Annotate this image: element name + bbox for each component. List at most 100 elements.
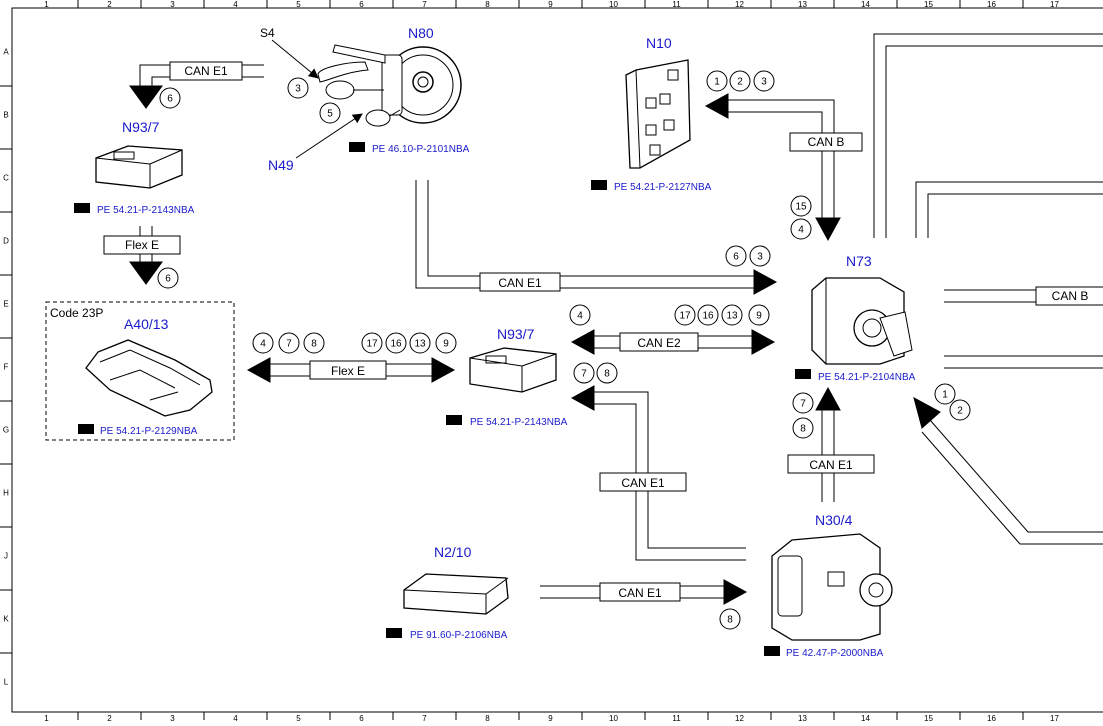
- callout-e2-17: 17: [674, 304, 696, 326]
- n80-label: N80: [408, 25, 434, 41]
- callout-fl-13: 13: [409, 332, 431, 354]
- grid-column-label: 2: [107, 714, 112, 723]
- code-23p-label: Code 23P: [50, 306, 103, 320]
- ref-n93-7-top[interactable]: PE 54.21-P-2143NBA: [74, 203, 195, 216]
- svg-text:Flex E: Flex E: [331, 364, 365, 378]
- callout-n10-2: 2: [729, 70, 751, 92]
- ref-n73[interactable]: PE 54.21-P-2104NBA: [795, 369, 916, 383]
- svg-text:4: 4: [798, 225, 804, 236]
- grid-ruler: 1122334455667788991010111112121313141415…: [0, 0, 1059, 723]
- callout-s4-5: 5: [319, 102, 341, 124]
- ref-n10[interactable]: PE 54.21-P-2127NBA: [591, 180, 712, 193]
- grid-column-label: 1: [44, 0, 49, 9]
- grid-column-label: 4: [233, 0, 238, 9]
- grid-column-label: 1: [44, 714, 49, 723]
- callout-s4-3: 3: [287, 77, 309, 99]
- callout-flex-6: 6: [157, 267, 179, 289]
- diagram-frame: [11, 7, 1103, 713]
- callout-n80-3: 3: [749, 245, 771, 267]
- grid-column-label: 9: [548, 0, 553, 9]
- callout-n30-8: 8: [792, 417, 814, 439]
- grid-column-label: 10: [609, 714, 618, 723]
- n93-7-top-module: [95, 145, 183, 189]
- grid-row-label: F: [4, 363, 9, 372]
- grid-column-label: 12: [735, 0, 744, 9]
- grid-row-label: E: [3, 300, 8, 309]
- callout-n10-15: 15: [790, 195, 812, 217]
- bus-label-can-e1-n80: CAN E1: [479, 272, 561, 292]
- grid-column-label: 12: [735, 714, 744, 723]
- svg-text:7: 7: [286, 339, 292, 350]
- callout-n73-1: 1: [934, 383, 956, 405]
- grid-column-label: 6: [359, 714, 364, 723]
- bus-lines: [129, 33, 1103, 605]
- svg-text:PE 54.21-P-2127NBA: PE 54.21-P-2127NBA: [614, 182, 712, 193]
- svg-text:CAN B: CAN B: [808, 135, 845, 149]
- callout-m-8: 8: [596, 362, 618, 384]
- grid-row-label: C: [3, 174, 9, 183]
- n93-7-top-label: N93/7: [122, 119, 160, 135]
- grid-column-label: 8: [485, 714, 490, 723]
- svg-text:PE 54.21-P-2143NBA: PE 54.21-P-2143NBA: [470, 417, 568, 428]
- ref-a40-13[interactable]: PE 54.21-P-2129NBA: [78, 424, 198, 437]
- grid-column-label: 5: [296, 714, 301, 723]
- n2-10-module: [403, 573, 509, 615]
- grid-column-label: 17: [1050, 0, 1059, 9]
- grid-column-label: 7: [422, 714, 427, 723]
- grid-column-label: 7: [422, 0, 427, 9]
- callout-fl-9: 9: [435, 332, 457, 354]
- callout-n30-7: 7: [792, 392, 814, 414]
- svg-text:Flex E: Flex E: [125, 238, 159, 252]
- grid-column-label: 5: [296, 0, 301, 9]
- callout-fl-7: 7: [278, 332, 300, 354]
- svg-text:PE 42.47-P-2000NBA: PE 42.47-P-2000NBA: [786, 648, 884, 659]
- bus-label-can-b-n10: CAN B: [789, 132, 863, 152]
- svg-text:PE 91.60-P-2106NBA: PE 91.60-P-2106NBA: [410, 630, 508, 641]
- n93-7-mid-module: [469, 347, 557, 393]
- a40-13-module: [85, 339, 213, 417]
- callout-fl-16: 16: [385, 332, 407, 354]
- ref-n80[interactable]: PE 46.10-P-2101NBA: [349, 142, 470, 155]
- callout-n210-8: 8: [719, 608, 741, 630]
- grid-row-label: D: [3, 237, 9, 246]
- svg-text:CAN B: CAN B: [1052, 289, 1089, 303]
- grid-column-label: 13: [798, 0, 807, 9]
- svg-text:8: 8: [727, 615, 733, 626]
- svg-text:8: 8: [800, 424, 806, 435]
- bus-label-can-e1-bottom: CAN E1: [599, 582, 681, 602]
- svg-text:6: 6: [733, 252, 739, 263]
- n30-4-module: [771, 533, 893, 641]
- svg-text:1: 1: [714, 77, 720, 88]
- n2-10-label: N2/10: [434, 544, 472, 560]
- grid-column-label: 3: [170, 0, 175, 9]
- callout-n10-1: 1: [706, 70, 728, 92]
- svg-text:CAN E1: CAN E1: [618, 586, 662, 600]
- ref-n30-4[interactable]: PE 42.47-P-2000NBA: [764, 646, 884, 659]
- callout-m-7: 7: [573, 362, 595, 384]
- ref-n93-7-mid[interactable]: PE 54.21-P-2143NBA: [446, 415, 568, 428]
- n80-module: [317, 44, 462, 127]
- n10-label: N10: [646, 35, 672, 51]
- grid-column-label: 9: [548, 714, 553, 723]
- grid-column-label: 13: [798, 714, 807, 723]
- svg-text:9: 9: [756, 311, 762, 322]
- svg-text:CAN E1: CAN E1: [184, 64, 228, 78]
- bus-label-can-e2: CAN E2: [619, 332, 699, 352]
- bus-label-can-b-right: CAN B: [1035, 286, 1103, 306]
- callout-n80-6: 6: [725, 245, 747, 267]
- n93-7-mid-label: N93/7: [497, 326, 535, 342]
- bus-label-can-e1-mid: CAN E1: [599, 472, 687, 492]
- svg-text:CAN E1: CAN E1: [498, 276, 542, 290]
- grid-row-label: B: [3, 111, 8, 120]
- grid-column-label: 16: [987, 714, 996, 723]
- grid-row-label: H: [3, 489, 9, 498]
- ref-n2-10[interactable]: PE 91.60-P-2106NBA: [386, 628, 508, 641]
- grid-column-label: 11: [672, 714, 681, 723]
- svg-text:3: 3: [295, 84, 301, 95]
- svg-text:3: 3: [761, 77, 767, 88]
- svg-text:13: 13: [414, 339, 426, 350]
- svg-text:PE 54.21-P-2143NBA: PE 54.21-P-2143NBA: [97, 205, 195, 216]
- svg-text:4: 4: [260, 339, 266, 350]
- a40-13-label: A40/13: [124, 316, 169, 332]
